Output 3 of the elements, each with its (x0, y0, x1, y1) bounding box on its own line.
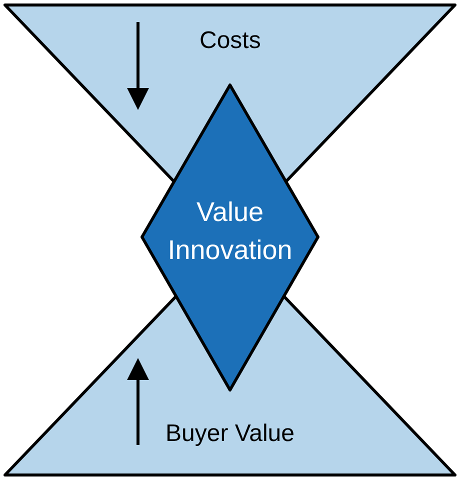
node-label: Buyer Value (166, 420, 294, 448)
node-label: Value Innovation (166, 196, 294, 267)
node-label: Costs (200, 27, 261, 55)
